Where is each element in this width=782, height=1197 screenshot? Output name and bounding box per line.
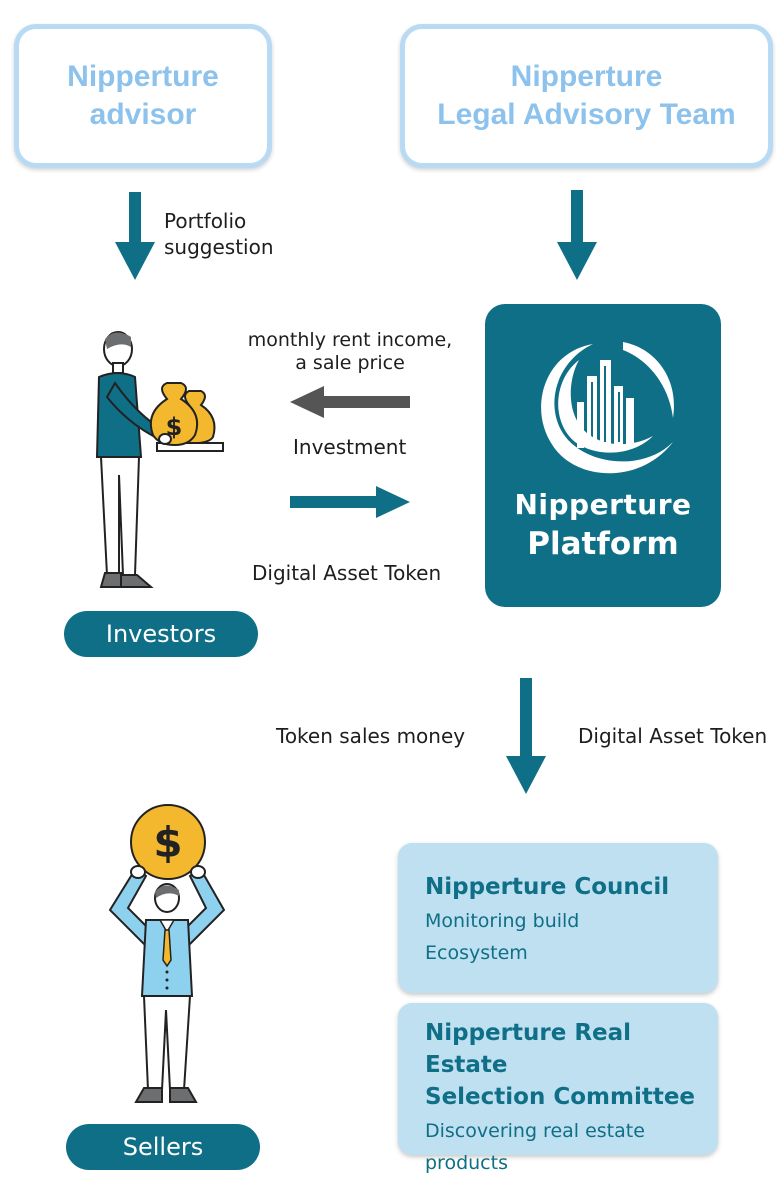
- digital-token-label-2: Digital Asset Token: [578, 724, 768, 748]
- selection-committee-title: Nipperture Real Estate Selection Committ…: [425, 1017, 698, 1113]
- token-sales-label: Token sales money: [276, 724, 466, 748]
- advisor-line2: advisor: [89, 98, 197, 131]
- portfolio-label-line1: Portfolio: [164, 209, 247, 233]
- coin-symbol: $: [153, 818, 182, 867]
- rent-label-line2: a sale price: [295, 352, 405, 374]
- sellers-pill: Sellers: [66, 1124, 260, 1170]
- rent-left-arrow: [290, 386, 410, 418]
- selection-committee-desc-line1: Discovering real estate: [425, 1120, 645, 1142]
- council-desc-line1: Monitoring build: [425, 910, 580, 932]
- advisor-line1: Nipperture: [67, 60, 219, 93]
- legal-down-arrow: [557, 190, 597, 280]
- advisor-box: Nipperture advisor: [14, 24, 272, 168]
- council-panel: Nipperture Council Monitoring build Ecos…: [398, 843, 718, 993]
- council-title: Nipperture Council: [425, 874, 670, 900]
- selection-committee-title-line1: Nipperture Real Estate: [425, 1020, 632, 1078]
- investor-figure-icon: $: [95, 331, 224, 588]
- platform-brand: Nipperture: [514, 488, 692, 521]
- selection-committee-desc: Discovering real estate products: [425, 1115, 698, 1179]
- selection-committee-title-line2: Selection Committee: [425, 1084, 696, 1110]
- selection-committee-desc-line2: products: [425, 1152, 508, 1174]
- platform-down-arrow: [506, 678, 546, 794]
- legal-team-line1: Nipperture: [510, 60, 663, 93]
- council-desc-line2: Ecosystem: [425, 942, 528, 964]
- selection-committee-panel: Nipperture Real Estate Selection Committ…: [398, 1003, 718, 1174]
- money-bag-symbol: $: [166, 413, 183, 441]
- investment-label: Investment: [293, 435, 407, 459]
- portfolio-label-line2: suggestion: [164, 235, 274, 259]
- council-desc: Monitoring build Ecosystem: [425, 905, 698, 969]
- legal-team-line2: Legal Advisory Team: [437, 98, 736, 131]
- rent-label: monthly rent income, a sale price: [230, 329, 470, 375]
- platform-logo-icon: [541, 342, 674, 474]
- rent-label-line1: monthly rent income,: [247, 329, 453, 351]
- investors-pill: Investors: [64, 611, 258, 657]
- investment-right-arrow: [290, 486, 410, 518]
- seller-figure-icon: $: [108, 804, 226, 1103]
- digital-token-label-1: Digital Asset Token: [252, 561, 442, 585]
- platform-box: Nipperture Platform: [485, 304, 721, 607]
- legal-team-box: Nipperture Legal Advisory Team: [400, 24, 773, 168]
- platform-name: Platform: [527, 526, 679, 562]
- portfolio-label: Portfolio suggestion: [164, 208, 274, 260]
- advisor-down-arrow: [115, 192, 155, 280]
